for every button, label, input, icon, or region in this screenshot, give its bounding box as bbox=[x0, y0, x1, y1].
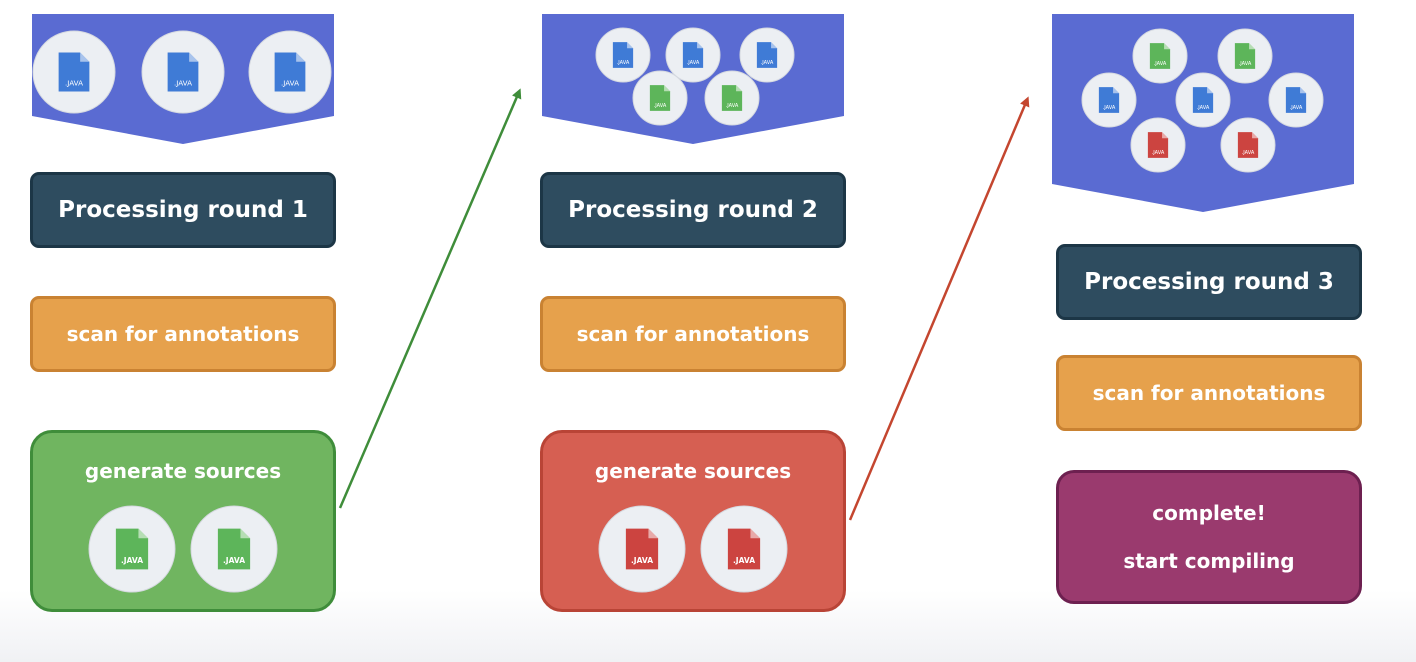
processing-round-2-label: Processing round 2 bbox=[540, 172, 846, 248]
java-file-icon: .JAVA bbox=[704, 70, 760, 126]
java-file-icon: .JAVA bbox=[190, 505, 278, 593]
java-file-icon: .JAVA bbox=[141, 30, 225, 114]
arrow-round2-to-round3 bbox=[848, 96, 1030, 521]
input-files-banner-round2: .JAVA .JAVA .JAVA .JAVA .JAVA bbox=[542, 14, 844, 146]
start-compiling-label: start compiling bbox=[1123, 549, 1295, 573]
java-file-icon: .JAVA bbox=[595, 27, 651, 83]
java-file-icon: .JAVA bbox=[88, 505, 176, 593]
java-extension-label: .JAVA bbox=[761, 60, 774, 66]
java-file-icon: .JAVA bbox=[700, 505, 788, 593]
java-file-icon: .JAVA bbox=[700, 505, 788, 593]
java-file-icon: .JAVA bbox=[1268, 72, 1324, 128]
java-file-icon: .JAVA bbox=[1217, 28, 1273, 84]
input-files-banner-round3: .JAVA .JAVA .JAVA .JAVA .JAVA .JAVA .JAV… bbox=[1052, 14, 1354, 214]
java-extension-label: .JAVA bbox=[726, 103, 739, 109]
java-file-icon: .JAVA bbox=[248, 30, 332, 114]
java-extension-label: .JAVA bbox=[1154, 61, 1167, 67]
java-file-icon: .JAVA bbox=[190, 505, 278, 593]
banner-shape: .JAVA .JAVA .JAVA .JAVA .JAVA bbox=[542, 14, 844, 144]
processing-round-3-label: Processing round 3 bbox=[1056, 244, 1362, 320]
generated-files-round1: .JAVA .JAVA bbox=[88, 505, 278, 593]
generated-files-round2: .JAVA .JAVA bbox=[598, 505, 788, 593]
complete-label: complete! bbox=[1152, 501, 1266, 525]
complete-start-compiling-step: complete! start compiling bbox=[1056, 470, 1362, 604]
scan-for-annotations-step-round3: scan for annotations bbox=[1056, 355, 1362, 431]
java-file-icon: .JAVA bbox=[1081, 72, 1137, 128]
scan-for-annotations-step-round2: scan for annotations bbox=[540, 296, 846, 372]
java-extension-label: .JAVA bbox=[1239, 61, 1252, 67]
java-extension-label: .JAVA bbox=[1242, 150, 1255, 156]
java-file-icon: .JAVA bbox=[32, 30, 116, 114]
java-extension-label: .JAVA bbox=[687, 60, 700, 66]
java-file-icon: .JAVA bbox=[88, 505, 176, 593]
java-extension-label: .JAVA bbox=[617, 60, 630, 66]
generate-sources-step-round1: generate sources .JAVA .JAVA bbox=[30, 430, 336, 612]
java-extension-label: .JAVA bbox=[174, 78, 192, 87]
java-extension-label: .JAVA bbox=[223, 556, 245, 565]
java-file-icon: .JAVA bbox=[1130, 117, 1186, 173]
java-file-icon: .JAVA bbox=[1132, 28, 1188, 84]
processing-round-1-label: Processing round 1 bbox=[30, 172, 336, 248]
scan-for-annotations-step-round1: scan for annotations bbox=[30, 296, 336, 372]
java-extension-label: .JAVA bbox=[733, 556, 755, 565]
arrow-round1-to-round2 bbox=[338, 88, 522, 509]
java-extension-label: .JAVA bbox=[1152, 150, 1165, 156]
java-extension-label: .JAVA bbox=[281, 78, 299, 87]
banner-shape: .JAVA .JAVA .JAVA .JAVA .JAVA .JAVA .JAV… bbox=[1052, 14, 1354, 212]
java-file-icon: .JAVA bbox=[632, 70, 688, 126]
generate-sources-step-round2: generate sources .JAVA .JAVA bbox=[540, 430, 846, 612]
generate-sources-label: generate sources bbox=[594, 459, 792, 483]
java-file-icon: .JAVA bbox=[1220, 117, 1276, 173]
java-file-icon: .JAVA bbox=[739, 27, 795, 83]
input-files-banner-round1: .JAVA .JAVA .JAVA bbox=[32, 14, 334, 146]
java-extension-label: .JAVA bbox=[121, 556, 143, 565]
java-extension-label: .JAVA bbox=[631, 556, 653, 565]
java-file-icon: .JAVA bbox=[598, 505, 686, 593]
java-file-icon: .JAVA bbox=[665, 27, 721, 83]
generate-sources-label: generate sources bbox=[84, 459, 282, 483]
java-extension-label: .JAVA bbox=[1290, 105, 1303, 111]
banner-shape: .JAVA .JAVA .JAVA bbox=[32, 14, 334, 144]
java-extension-label: .JAVA bbox=[654, 103, 667, 109]
java-extension-label: .JAVA bbox=[65, 78, 83, 87]
java-extension-label: .JAVA bbox=[1103, 105, 1116, 111]
java-extension-label: .JAVA bbox=[1197, 105, 1210, 111]
java-file-icon: .JAVA bbox=[598, 505, 686, 593]
java-file-icon: .JAVA bbox=[1175, 72, 1231, 128]
